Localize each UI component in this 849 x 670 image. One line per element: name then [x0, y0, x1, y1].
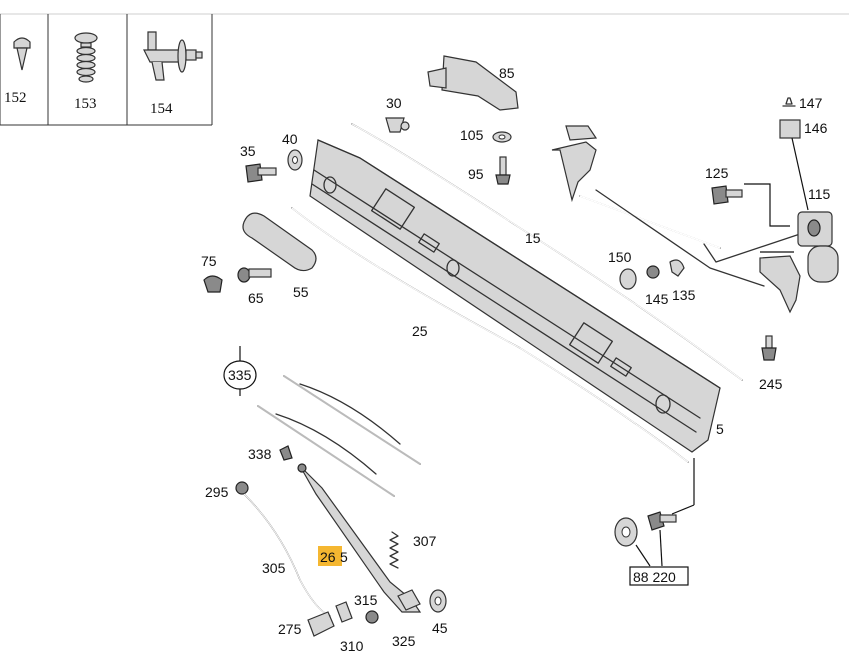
connector-146-part	[779, 119, 801, 139]
callout-146[interactable]: 146	[804, 120, 828, 136]
callout-125[interactable]: 125	[705, 165, 729, 181]
callout-135[interactable]: 135	[672, 287, 696, 303]
callout-338[interactable]: 338	[248, 446, 272, 462]
callout-35[interactable]: 35	[240, 143, 256, 159]
cap-75-part	[203, 275, 223, 293]
callout-150[interactable]: 150	[608, 249, 632, 265]
bolt-245-part	[761, 335, 777, 361]
wiper-blades-part	[223, 346, 421, 497]
table-label-152: 152	[4, 90, 27, 106]
callout-75[interactable]: 75	[201, 253, 217, 269]
table-label-154: 154	[150, 101, 173, 117]
callout-105[interactable]: 105	[460, 127, 484, 143]
cover-55-part	[242, 212, 317, 272]
callout-275[interactable]: 275	[278, 621, 302, 637]
callout-305[interactable]: 305	[262, 560, 286, 576]
cap-325-part	[397, 589, 421, 611]
callout-65[interactable]: 65	[248, 290, 264, 306]
callout-55[interactable]: 55	[293, 284, 309, 300]
callout-30[interactable]: 30	[386, 95, 402, 111]
callout-245[interactable]: 245	[759, 376, 783, 392]
push-clip-icon	[13, 37, 31, 71]
cowl-panel-part	[309, 139, 721, 453]
spring-307-part	[389, 531, 399, 569]
callout-310[interactable]: 310	[340, 638, 364, 654]
callout-15[interactable]: 15	[525, 230, 541, 246]
clip-310-part	[335, 601, 353, 623]
callout-115[interactable]: 115	[808, 186, 831, 202]
nut-145-part	[646, 265, 660, 279]
callout-145[interactable]: 145	[645, 291, 669, 307]
wiper-linkage-part	[551, 125, 801, 314]
callout-265-rest[interactable]: 5	[340, 549, 348, 565]
bracket-part	[427, 55, 519, 111]
fastener-88-220-part	[614, 458, 695, 586]
callout-45[interactable]: 45	[432, 620, 448, 636]
callout-315[interactable]: 315	[354, 592, 378, 608]
grommet-150-part	[619, 268, 637, 290]
clip-338-part	[279, 445, 293, 461]
callout-95[interactable]: 95	[468, 166, 484, 182]
callout-85[interactable]: 85	[499, 65, 515, 81]
screw-65-part	[237, 267, 272, 283]
rod-305-part	[235, 481, 331, 617]
table-label-153: 153	[74, 96, 97, 112]
clip-30-part	[385, 117, 410, 133]
callout-335[interactable]: 335	[228, 367, 252, 383]
bolt-125-part	[711, 185, 743, 205]
highlight-box-265	[318, 546, 342, 566]
nut-315-part	[365, 610, 379, 624]
clip-135-part	[669, 259, 685, 277]
washer-nozzle-icon	[143, 31, 203, 81]
fir-tree-clip-icon	[74, 32, 98, 83]
wiper-motor-part	[797, 211, 839, 283]
bolt-95-part	[495, 156, 511, 185]
screw-35-part	[245, 163, 277, 183]
wiper-arm-part	[297, 463, 422, 613]
callout-295[interactable]: 295	[205, 484, 229, 500]
small-parts-table: 152 153 154	[0, 13, 849, 126]
callout-25[interactable]: 25	[412, 323, 428, 339]
callout-265-highlight[interactable]: 26	[320, 549, 336, 565]
callout-307[interactable]: 307	[413, 533, 437, 549]
cover-275-part	[307, 611, 335, 637]
callout-40[interactable]: 40	[282, 131, 298, 147]
callout-147[interactable]: 147	[799, 95, 823, 111]
callout-88-220[interactable]: 88 220	[633, 569, 676, 585]
callout-5[interactable]: 5	[716, 421, 724, 437]
callout-325[interactable]: 325	[392, 633, 416, 649]
